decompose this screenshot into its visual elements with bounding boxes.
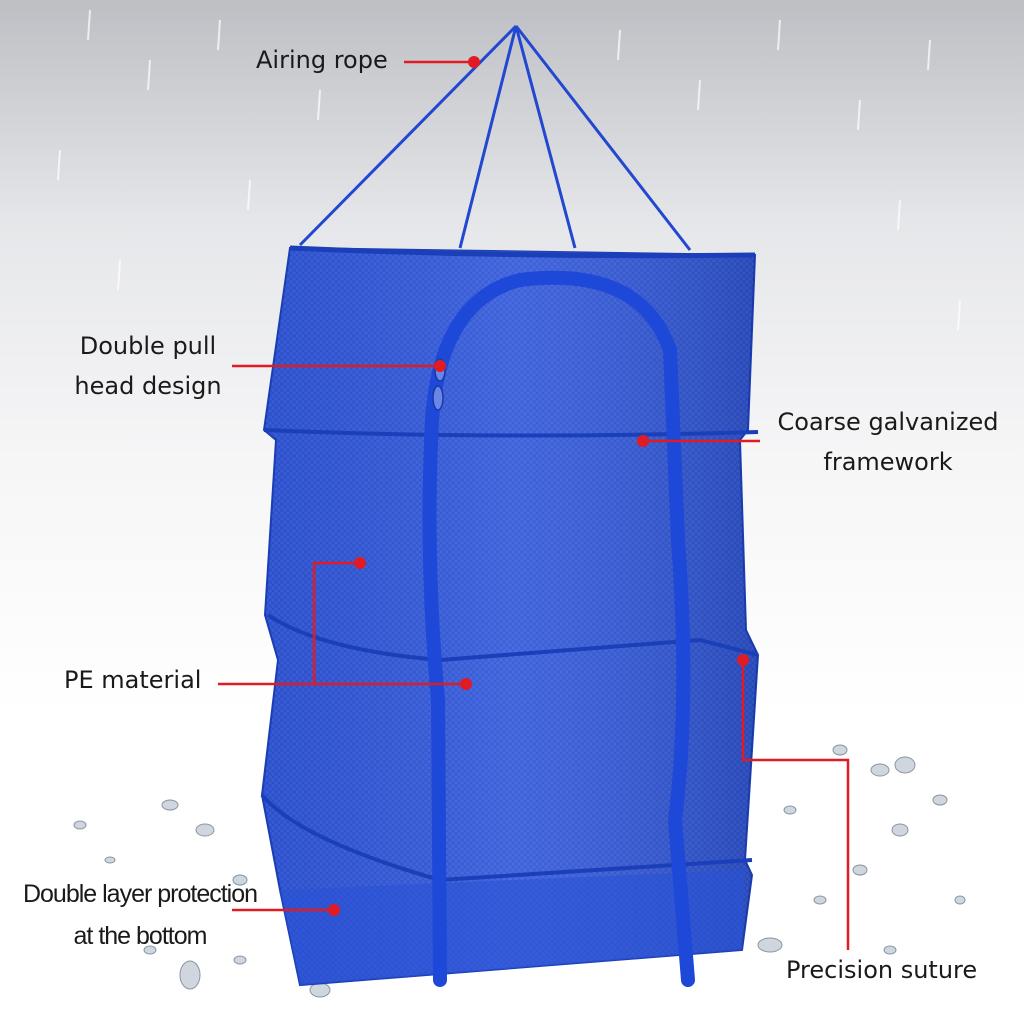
rain-streaks [57,9,961,331]
mesh-body [260,245,760,987]
airing-rope-label: Airing rope [256,46,388,74]
double-pull-label-line1: Double pull [79,332,217,360]
zipper [422,270,695,987]
bottom-protection-label-line2: at the bottom [73,922,208,950]
double-pull-label-line2: head design [74,372,222,400]
callout-lines [218,60,850,950]
bottom-protection-label-line1: Double layer protection [22,880,258,908]
framework-label-line1: Coarse galvanized [777,408,999,436]
water-droplets [73,744,966,998]
precision-suture-label: Precision suture [786,956,978,984]
airing-rope [298,24,692,251]
callout-dots [328,56,749,916]
pe-material-label: PE material [64,666,202,694]
framework-label-line2: framework [823,448,953,476]
